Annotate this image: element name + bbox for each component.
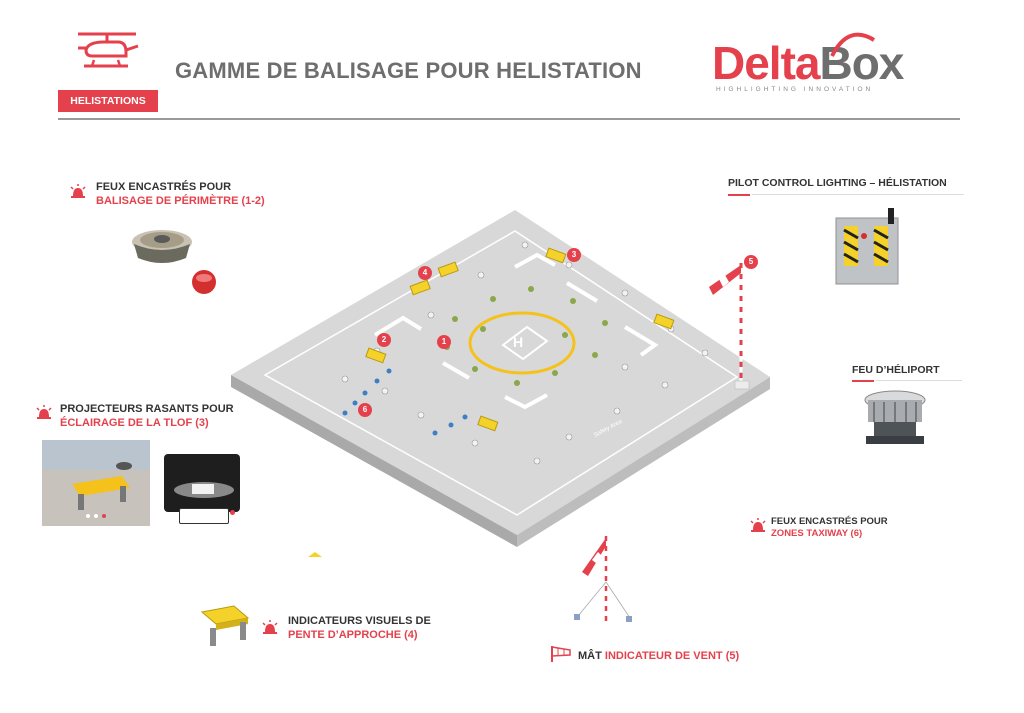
- brand-logo: DeltaBox: [712, 36, 904, 90]
- control-box-image: [834, 208, 904, 293]
- label-taxiway-line2: ZONES TAXIWAY (6): [771, 528, 863, 539]
- marker-1: 1: [437, 335, 451, 349]
- marker-5: 5: [744, 255, 758, 269]
- logo-box: Box: [819, 37, 904, 89]
- marker-4: 4: [418, 266, 432, 280]
- label-feux-perimetre-line2: BALISAGE DE PÉRIMÈTRE (1-2): [96, 195, 265, 207]
- projector-night-photo: [164, 454, 240, 512]
- beacon-icon: [36, 405, 52, 419]
- beacon-icon: [750, 518, 766, 532]
- label-indicateurs-line2: PENTE D’APPROCHE (4): [288, 629, 418, 641]
- label-projecteurs: PROJECTEURS RASANTS POUR ÉCLAIRAGE DE LA…: [60, 402, 234, 430]
- label-feux-perimetre: FEUX ENCASTRÉS POUR BALISAGE DE PÉRIMÈTR…: [96, 180, 265, 208]
- beacon-icon: [70, 184, 86, 198]
- marker-6: 6: [358, 403, 372, 417]
- label-pilot-control-rule: [752, 194, 964, 195]
- projector-photo-frame: [179, 508, 229, 524]
- beacon-icon: [262, 620, 278, 634]
- label-indicateurs: INDICATEURS VISUELS DE PENTE D’APPROCHE …: [288, 614, 431, 642]
- label-indicateurs-line1: INDICATEURS VISUELS DE: [288, 615, 431, 627]
- label-mat-prefix: MÂT: [578, 650, 602, 662]
- marker-2: 2: [377, 333, 391, 347]
- marker-3: 3: [567, 248, 581, 262]
- category-tag: HELISTATIONS: [58, 90, 158, 112]
- label-feux-perimetre-line1: FEUX ENCASTRÉS POUR: [96, 181, 232, 193]
- label-feu-heliport-underline: [852, 380, 874, 382]
- label-mat: MÂT INDICATEUR DE VENT (5): [578, 649, 739, 663]
- helicopter-icon: [74, 28, 142, 79]
- label-taxiway-line1: FEUX ENCASTRÉS POUR: [771, 516, 888, 527]
- label-projecteurs-line2: ÉCLAIRAGE DE LA TLOF (3): [60, 417, 209, 429]
- small-marker-icon: [308, 546, 322, 564]
- svg-text:H: H: [513, 334, 523, 350]
- logo-delta: Delta: [712, 37, 820, 89]
- inset-light-image: [130, 220, 225, 305]
- header-divider: [58, 118, 960, 120]
- windsock-image: [560, 532, 640, 637]
- papi-image: [198, 600, 252, 655]
- label-pilot-control: PILOT CONTROL LIGHTING – HÉLISTATION: [728, 177, 947, 189]
- label-taxiway: FEUX ENCASTRÉS POUR ZONES TAXIWAY (6): [771, 516, 888, 540]
- logo-swoosh-icon: [828, 30, 878, 65]
- page-title: GAMME DE BALISAGE POUR HELISTATION: [175, 58, 642, 83]
- carousel-dot: [230, 510, 235, 515]
- heliport-beacon-image: [860, 386, 930, 453]
- helipad-diagram: H S: [225, 205, 780, 560]
- label-projecteurs-line1: PROJECTEURS RASANTS POUR: [60, 403, 234, 415]
- projector-photo: [42, 440, 150, 526]
- label-feu-heliport: FEU D’HÉLIPORT: [852, 364, 940, 376]
- windsock-icon: [550, 644, 572, 669]
- logo-tagline: HIGHLIGHTING INNOVATION: [716, 86, 874, 93]
- label-feu-heliport-rule: [876, 380, 962, 381]
- label-pilot-control-underline: [728, 194, 750, 196]
- label-mat-highlight: INDICATEUR DE VENT (5): [604, 650, 740, 662]
